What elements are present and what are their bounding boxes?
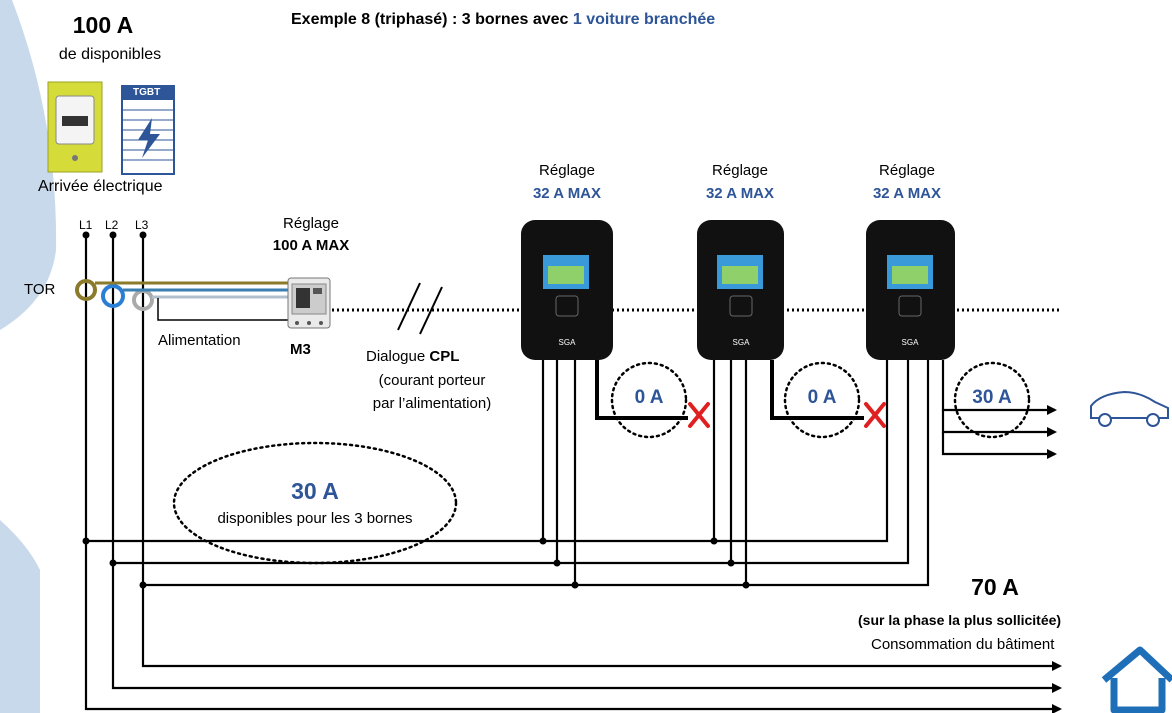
phase-label-l2: L2 bbox=[105, 218, 119, 232]
charger-3-current: 30 A bbox=[972, 387, 1012, 408]
svg-text:SGA: SGA bbox=[559, 338, 577, 347]
phase-label-l1: L1 bbox=[79, 218, 93, 232]
tgbt-panel-icon bbox=[121, 85, 175, 175]
charger-1-current: 0 A bbox=[634, 387, 664, 408]
electric-meter-icon bbox=[47, 81, 103, 173]
charger-2-setting-value: 32 A MAX bbox=[705, 185, 775, 202]
tgbt-label: TGBT bbox=[133, 87, 161, 98]
page-title: Exemple 8 (triphasé) : 3 bornes avec 1 v… bbox=[291, 11, 716, 28]
house-icon bbox=[1101, 646, 1172, 713]
charger-2-current: 0 A bbox=[807, 387, 837, 408]
left-decorative-band bbox=[0, 0, 57, 713]
supply-amount: 100 A bbox=[72, 12, 134, 38]
building-amount: 70 A bbox=[971, 574, 1019, 600]
m3-module-icon bbox=[287, 277, 331, 329]
charger-1-icon: SGA bbox=[521, 220, 613, 360]
cross-icon bbox=[688, 402, 710, 428]
arrival-label: Arrivée électrique bbox=[38, 178, 163, 195]
phase-label-l3: L3 bbox=[135, 218, 149, 232]
available-label: disponibles pour les 3 bornes bbox=[217, 510, 413, 527]
available-amount: 30 A bbox=[291, 478, 339, 504]
charger-1-setting-value: 32 A MAX bbox=[532, 185, 602, 202]
cpl-dialogue-line3: par l’alimentation) bbox=[372, 395, 492, 412]
lightning-icon bbox=[138, 118, 160, 158]
meter-setting-label: Réglage bbox=[283, 215, 339, 232]
car-icon bbox=[1090, 390, 1169, 427]
charger-1-setting-label: Réglage bbox=[539, 162, 595, 179]
tor-label: TOR bbox=[24, 281, 56, 298]
power-label: Alimentation bbox=[158, 332, 241, 349]
charger-3-setting-value: 32 A MAX bbox=[872, 185, 942, 202]
cpl-dialogue-line2: (courant porteur bbox=[378, 372, 486, 389]
cross-icon bbox=[864, 402, 886, 428]
building-note: (sur la phase la plus sollicitée) bbox=[858, 612, 1062, 628]
building-label: Consommation du bâtiment bbox=[871, 636, 1055, 653]
charger-3-icon: SGA bbox=[866, 220, 955, 360]
m3-label: M3 bbox=[290, 341, 311, 358]
supply-label: de disponibles bbox=[58, 46, 162, 63]
charger-2-icon: SGA bbox=[697, 220, 784, 360]
meter-setting-value: 100 A MAX bbox=[272, 237, 350, 254]
cpl-dialogue-line1: Dialogue CPL bbox=[366, 348, 460, 365]
charger-3-setting-label: Réglage bbox=[879, 162, 935, 179]
charger-2-setting-label: Réglage bbox=[712, 162, 768, 179]
svg-text:SGA: SGA bbox=[733, 338, 751, 347]
svg-text:SGA: SGA bbox=[902, 338, 920, 347]
